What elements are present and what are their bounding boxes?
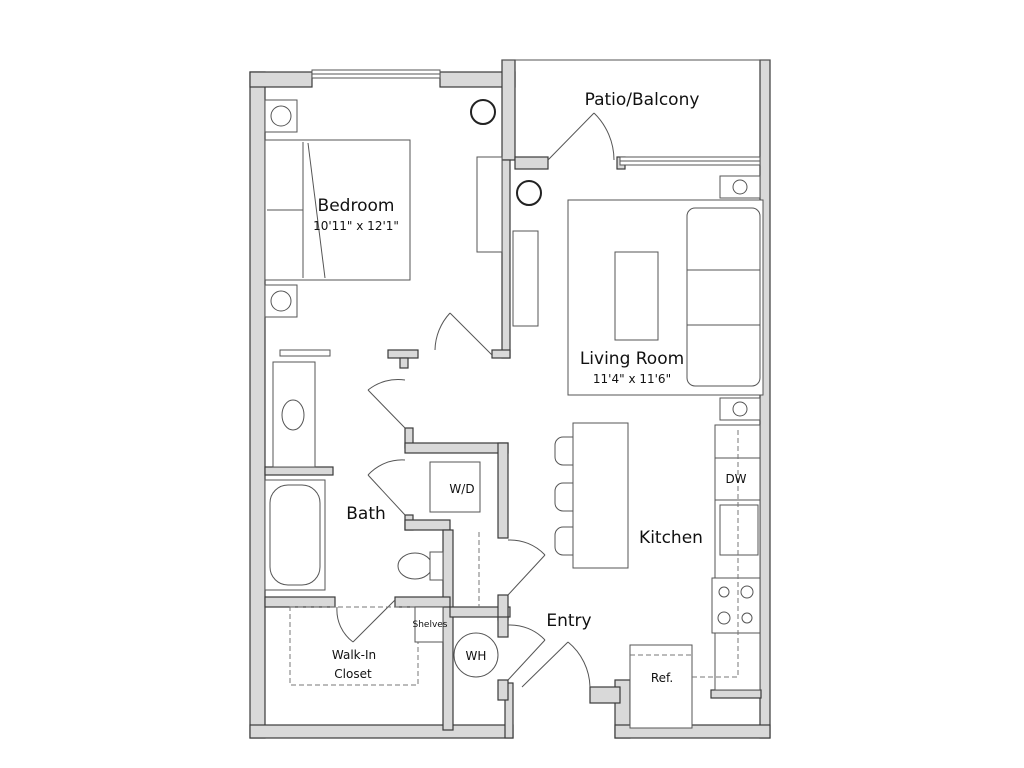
shelves bbox=[414, 606, 444, 643]
toilet bbox=[397, 552, 433, 580]
bathtub bbox=[264, 479, 326, 591]
furniture bbox=[264, 99, 764, 729]
coffee-table bbox=[614, 251, 659, 341]
refrigerator bbox=[629, 644, 693, 729]
room-label-closet-line2: Closet bbox=[334, 667, 372, 681]
vanity bbox=[272, 361, 316, 468]
room-dims-bedroom: 10'11" x 12'1" bbox=[313, 219, 399, 233]
room-label-closet-line1: Walk-In bbox=[332, 648, 376, 662]
tv-console-bedroom bbox=[476, 156, 503, 253]
room-dims-living: 11'4" x 11'6" bbox=[593, 372, 671, 386]
washer-dryer bbox=[429, 461, 481, 513]
side-table bbox=[719, 397, 761, 421]
sofa bbox=[686, 207, 761, 387]
labels: Patio/Balcony Bedroom 10'11" x 12'1" Liv… bbox=[313, 90, 747, 685]
kitchen-island bbox=[572, 422, 629, 569]
room-label-kitchen: Kitchen bbox=[639, 528, 703, 548]
windows bbox=[279, 59, 770, 357]
doors bbox=[336, 112, 615, 688]
walls bbox=[249, 59, 771, 739]
range bbox=[711, 577, 761, 634]
room-label-bedroom: Bedroom bbox=[318, 196, 395, 216]
label-refrigerator: Ref. bbox=[651, 671, 673, 685]
room-label-bath: Bath bbox=[346, 504, 386, 524]
water-heater bbox=[453, 632, 499, 678]
label-water-heater: WH bbox=[466, 649, 487, 663]
room-label-patio: Patio/Balcony bbox=[585, 90, 700, 110]
room-label-living: Living Room bbox=[580, 349, 684, 369]
sink bbox=[719, 504, 759, 556]
label-dishwasher: DW bbox=[725, 472, 746, 486]
nightstand-top bbox=[264, 99, 298, 133]
nightstand-bottom bbox=[264, 284, 298, 318]
label-shelves: Shelves bbox=[412, 620, 447, 630]
tv-console-living bbox=[512, 230, 539, 327]
plant-icon bbox=[470, 99, 496, 125]
room-label-entry: Entry bbox=[546, 611, 591, 631]
plant-icon bbox=[516, 180, 542, 206]
label-washer-dryer: W/D bbox=[449, 482, 474, 496]
